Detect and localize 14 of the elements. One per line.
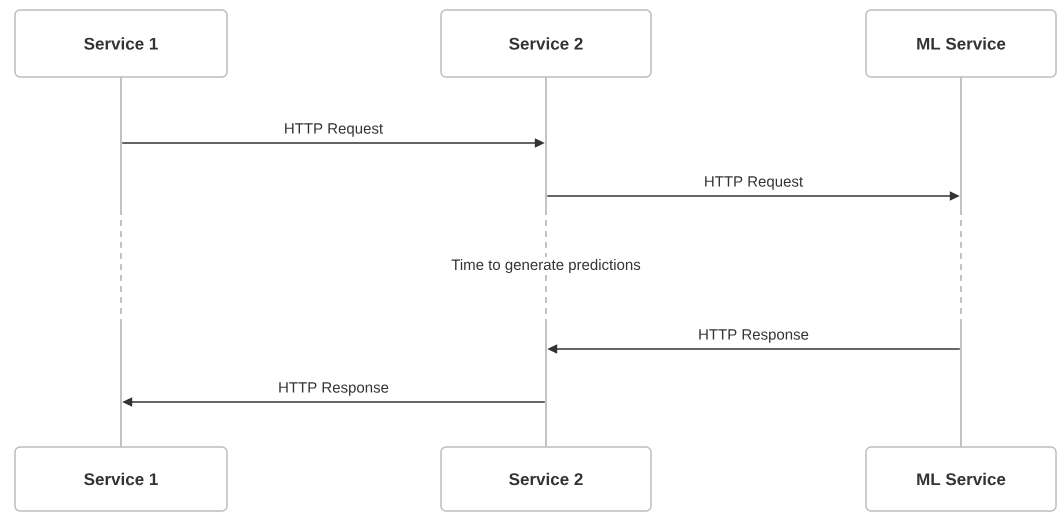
- edge-label: HTTP Request: [282, 122, 385, 138]
- edge-label: HTTP Response: [697, 328, 810, 344]
- participant-box: ML Service: [865, 9, 1057, 78]
- participant-box: ML Service: [865, 446, 1057, 512]
- note-text: Time to generate predictions: [449, 257, 643, 275]
- lifeline: [545, 76, 547, 448]
- participant-box: Service 2: [440, 446, 652, 512]
- lifeline: [120, 76, 122, 448]
- participant-box: Service 2: [440, 9, 652, 78]
- lifeline: [960, 76, 962, 448]
- participant-box: Service 1: [14, 9, 228, 78]
- edge-label: HTTP Request: [702, 175, 805, 191]
- edge-label: HTTP Response: [277, 381, 390, 397]
- participant-box: Service 1: [14, 446, 228, 512]
